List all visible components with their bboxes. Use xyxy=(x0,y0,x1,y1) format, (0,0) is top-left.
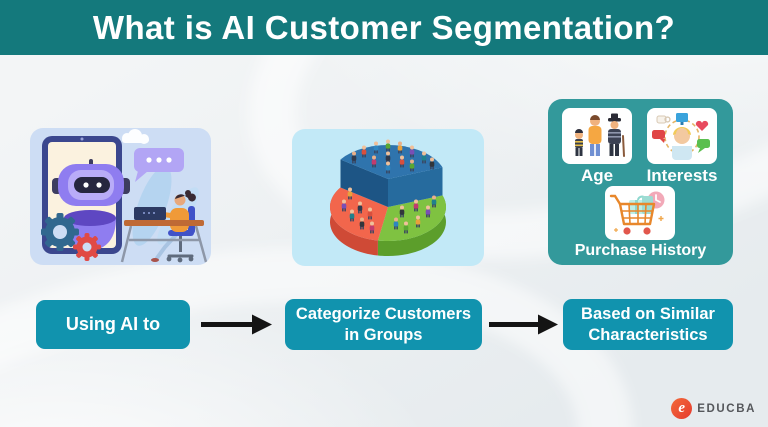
age-label: Age xyxy=(580,166,614,185)
flow-step-categorize: Categorize Customers in Groups xyxy=(285,299,482,350)
flow-step-characteristics: Based on Similar Characteristics xyxy=(563,299,733,350)
educba-logo: e EDUCBA xyxy=(671,398,756,419)
flow-step-label-line2: Characteristics xyxy=(588,325,708,344)
flow-step-label-line2: in Groups xyxy=(344,325,423,344)
header-banner: What is AI Customer Segmentation? xyxy=(0,0,768,55)
arrow-right-icon xyxy=(489,314,558,335)
age-card xyxy=(562,108,632,164)
customer-pie-chart-illustration xyxy=(292,129,484,266)
page-title: What is AI Customer Segmentation? xyxy=(92,8,676,46)
chat-bubble-icon xyxy=(652,130,665,143)
purchase-history-label: Purchase History xyxy=(574,242,707,259)
ai-chatbot-illustration xyxy=(30,128,211,265)
interests-card xyxy=(647,108,717,164)
cup-icon xyxy=(656,115,671,124)
purchase-history-card xyxy=(605,186,675,240)
flow-step-label-line1: Categorize Customers xyxy=(295,304,472,323)
robot-icon xyxy=(52,159,130,251)
monitor-icon xyxy=(676,113,688,122)
person-at-desk-icon xyxy=(120,190,208,263)
heart-icon xyxy=(695,120,709,131)
educba-e-icon: e xyxy=(671,398,693,419)
flow-step-label-line1: Based on Similar xyxy=(581,304,715,323)
flow-step-using-ai: Using AI to xyxy=(36,300,190,349)
chatbot-scene-icon xyxy=(41,129,208,263)
chat-bubble-icon xyxy=(697,139,710,153)
cloud-icon xyxy=(122,129,149,144)
speech-bubble-icon xyxy=(134,148,184,182)
person-interests-icon xyxy=(652,113,710,160)
interests-label: Interests xyxy=(646,166,718,185)
flow-step-label: Using AI to xyxy=(65,314,161,335)
pie-chart-icon xyxy=(329,139,446,257)
shopping-cart-icon xyxy=(609,191,665,235)
criteria-panel: Age Interests Purchase History xyxy=(548,99,733,265)
crowd-of-people-icon xyxy=(341,139,437,234)
gear-icon xyxy=(41,213,101,261)
people-ages-icon xyxy=(575,113,625,157)
arrow-right-icon xyxy=(201,314,272,335)
educba-logo-text: EDUCBA xyxy=(697,402,756,415)
